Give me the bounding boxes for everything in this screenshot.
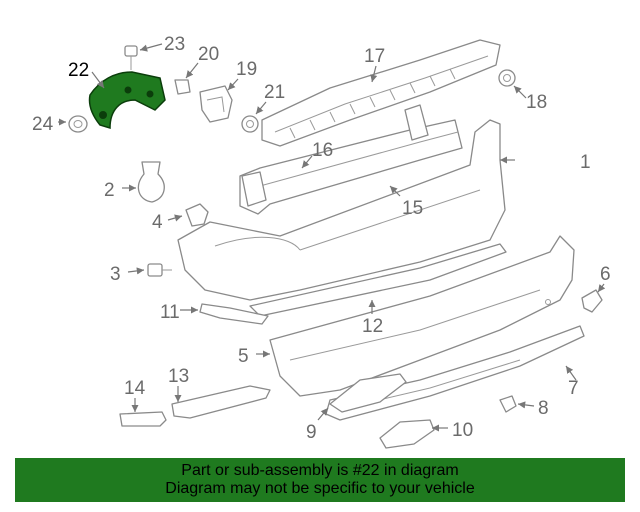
part-15-beam[interactable] (239, 104, 463, 215)
banner-line-2: Diagram may not be specific to your vehi… (165, 480, 475, 497)
callout-8: 8 (538, 398, 549, 419)
part-9-exhaust-trim[interactable] (329, 373, 407, 413)
part-19-bracket[interactable] (199, 85, 233, 123)
callout-20: 20 (198, 44, 219, 65)
part-17-absorber[interactable] (261, 39, 501, 147)
callout-22: 22 (68, 60, 89, 81)
callout-16: 16 (312, 140, 333, 161)
callout-19: 19 (236, 59, 257, 80)
callout-24: 24 (32, 114, 54, 135)
part-21-nut[interactable] (241, 115, 259, 133)
callout-3: 3 (110, 264, 121, 285)
callout-1: 1 (580, 152, 591, 173)
part-18-nut[interactable] (498, 69, 516, 87)
part-10-exhaust-trim[interactable] (379, 419, 435, 449)
callout-17: 17 (364, 46, 385, 67)
part-14-reflector[interactable] (119, 411, 167, 427)
callout-7: 7 (568, 378, 579, 399)
callout-12: 12 (362, 316, 383, 337)
leader-lines (58, 43, 606, 432)
part-23-bolt[interactable] (124, 45, 138, 70)
callout-5: 5 (238, 346, 249, 367)
part-22-bracket[interactable] (88, 71, 166, 130)
part-24-nut[interactable] (68, 115, 88, 133)
part-1-bumper-cover[interactable] (177, 119, 506, 301)
callout-15: 15 (402, 198, 423, 219)
callout-10: 10 (452, 420, 473, 441)
part-4-clip[interactable] (185, 203, 209, 227)
part-2-grommet[interactable] (137, 161, 165, 203)
callout-21: 21 (264, 82, 285, 103)
info-banner: Part or sub-assembly is #22 in diagram D… (15, 458, 625, 502)
banner-line-1: Part or sub-assembly is #22 in diagram (181, 462, 459, 479)
part-8-clip[interactable] (499, 395, 517, 413)
part-6-clip[interactable] (581, 289, 603, 313)
part-5-lower-cover[interactable] (269, 235, 575, 397)
callout-18: 18 (526, 92, 547, 113)
callout-14: 14 (124, 378, 146, 399)
callout-11: 11 (160, 302, 180, 323)
part-3-screw[interactable] (147, 263, 172, 277)
callout-13: 13 (168, 366, 189, 387)
callout-6: 6 (600, 264, 611, 285)
callout-23: 23 (164, 34, 185, 55)
parts-diagram: 1 2 3 4 5 6 7 8 9 10 11 12 13 14 15 16 1… (32, 34, 611, 449)
part-20-clip[interactable] (174, 79, 191, 95)
callout-9: 9 (306, 422, 317, 443)
callout-labels: 1 2 3 4 5 6 7 8 9 10 11 12 13 14 15 16 1… (32, 34, 611, 443)
part-11-strip[interactable] (199, 303, 269, 325)
part-13-reflector[interactable] (171, 385, 271, 419)
callout-4: 4 (152, 212, 163, 233)
callout-2: 2 (104, 180, 115, 201)
